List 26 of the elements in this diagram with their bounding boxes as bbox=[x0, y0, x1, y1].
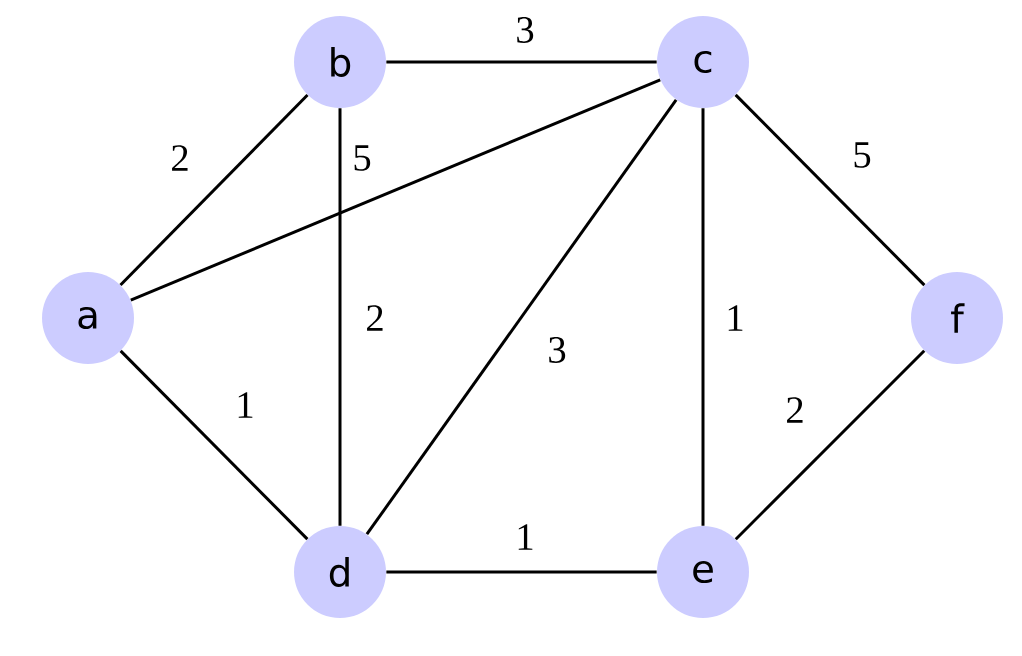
edge-weight: 1 bbox=[513, 522, 537, 552]
edge-weight: 5 bbox=[850, 140, 874, 170]
edge-line bbox=[119, 94, 309, 286]
edge-weight: 1 bbox=[233, 390, 257, 420]
edge-line bbox=[386, 570, 657, 574]
edge-weight: 3 bbox=[513, 15, 537, 45]
edge-weight: 2 bbox=[363, 303, 387, 333]
edge-weight: 5 bbox=[350, 143, 374, 173]
edge-line bbox=[119, 349, 309, 541]
edge-line bbox=[130, 78, 661, 302]
graph-vertex: e bbox=[657, 526, 749, 618]
edge-weight: 1 bbox=[723, 303, 747, 333]
edge-line bbox=[734, 93, 926, 287]
graph-vertex: d bbox=[294, 526, 386, 618]
graph-vertex: f bbox=[911, 272, 1003, 364]
edge-line bbox=[734, 349, 926, 541]
graph-vertex: c bbox=[657, 16, 749, 108]
edge-weight: 2 bbox=[783, 395, 807, 425]
edge-line bbox=[365, 98, 678, 536]
edge-line bbox=[386, 60, 657, 64]
graph-vertex: b bbox=[294, 16, 386, 108]
edge-line bbox=[701, 108, 705, 526]
edge-line bbox=[338, 108, 342, 526]
graph-vertex: a bbox=[42, 272, 134, 364]
edge-weight: 2 bbox=[168, 143, 192, 173]
edge-weight: 3 bbox=[545, 335, 569, 365]
